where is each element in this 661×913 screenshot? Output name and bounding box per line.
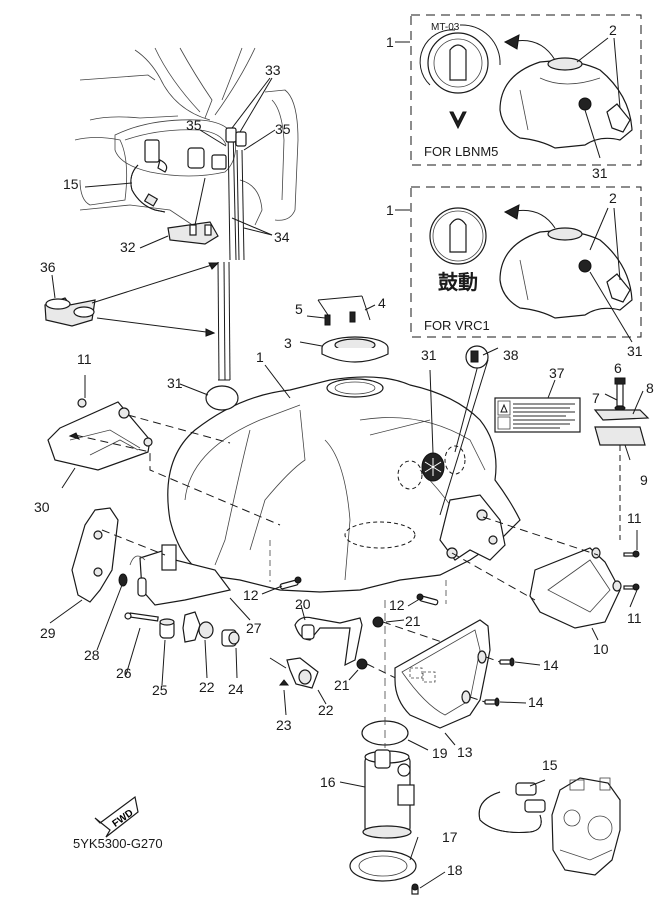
breather-tube (217, 261, 231, 381)
callout-v2-2[interactable]: 2 (609, 190, 617, 206)
callout-18[interactable]: 18 (447, 862, 463, 878)
callout-11a[interactable]: 11 (77, 351, 92, 367)
callout-16[interactable]: 16 (320, 774, 336, 790)
pump-plate-17 (349, 836, 446, 895)
cover-29 (49, 507, 119, 624)
clamp-36 (44, 262, 220, 337)
callout-4[interactable]: 4 (378, 295, 386, 311)
callout-37[interactable]: 37 (549, 365, 565, 381)
callout-21a[interactable]: 21 (405, 613, 421, 629)
callout-v1-1[interactable]: 1 (386, 34, 394, 50)
variant1-badge-text: MT-03 (431, 22, 460, 33)
callout-12a[interactable]: 12 (243, 587, 259, 603)
fuel-hose-throttle-body (478, 777, 621, 876)
mount-hardware-left (124, 611, 240, 686)
callout-28[interactable]: 28 (84, 647, 100, 663)
callout-31b[interactable]: 31 (421, 347, 437, 363)
emblem-oval (205, 385, 239, 411)
callout-21b[interactable]: 21 (334, 677, 350, 693)
callout-29[interactable]: 29 (40, 625, 56, 641)
side-cover-10 (451, 516, 640, 641)
warning-label-37 (494, 379, 581, 433)
callout-14a[interactable]: 14 (543, 657, 559, 673)
callout-23[interactable]: 23 (276, 717, 292, 733)
callout-v2-31[interactable]: 31 (627, 343, 643, 359)
callout-8[interactable]: 8 (646, 380, 654, 396)
callout-15a[interactable]: 15 (63, 176, 79, 192)
callout-1[interactable]: 1 (256, 349, 264, 365)
callout-5[interactable]: 5 (295, 301, 303, 317)
variant1-caption: FOR LBNM5 (424, 144, 498, 159)
callout-11c[interactable]: 11 (627, 610, 642, 626)
callout-17[interactable]: 17 (442, 829, 458, 845)
callout-3[interactable]: 3 (284, 335, 292, 351)
fuel-label-38 (465, 345, 499, 369)
callout-32[interactable]: 32 (120, 239, 136, 255)
forward-arrow[interactable]: FWD (94, 795, 139, 838)
stay-20-group (269, 604, 481, 716)
variant-box-lbnm5: MT-03 FOR LBNM5 (395, 14, 642, 166)
stay-27-group (96, 529, 251, 651)
callout-38[interactable]: 38 (503, 347, 519, 363)
variant2-caption: FOR VRC1 (424, 318, 490, 333)
fuel-cap-assembly (299, 295, 389, 363)
callout-14b[interactable]: 14 (528, 694, 544, 710)
callout-31a[interactable]: 31 (167, 375, 183, 391)
callout-34[interactable]: 34 (274, 229, 290, 245)
fuel-pump-16 (339, 749, 415, 839)
callout-30[interactable]: 30 (34, 499, 50, 515)
callout-v2-1[interactable]: 1 (386, 202, 394, 218)
callout-25[interactable]: 25 (152, 682, 168, 698)
callout-19[interactable]: 19 (432, 745, 448, 761)
callout-26[interactable]: 26 (116, 665, 132, 681)
diagram-code: 5YK5300-G270 (73, 836, 163, 851)
callout-v1-2[interactable]: 2 (609, 22, 617, 38)
callout-24[interactable]: 24 (228, 681, 244, 697)
variant-box-vrc1: 鼓動 FOR VRC1 (395, 186, 642, 343)
callout-36[interactable]: 36 (40, 259, 56, 275)
callout-9[interactable]: 9 (640, 472, 648, 488)
callout-labels: 1 2 31 1 2 31 33 35 35 15 32 34 36 4 5 3… (34, 22, 654, 878)
callout-11b[interactable]: 11 (627, 510, 642, 526)
callout-35a[interactable]: 35 (186, 117, 202, 133)
callout-33[interactable]: 33 (265, 62, 281, 78)
side-panel-13 (394, 619, 491, 746)
callout-15b[interactable]: 15 (542, 757, 558, 773)
callout-10[interactable]: 10 (593, 641, 609, 657)
main-fuel-tank (167, 359, 521, 593)
callout-v1-31[interactable]: 31 (592, 165, 608, 181)
callout-20[interactable]: 20 (295, 596, 311, 612)
callout-6[interactable]: 6 (614, 360, 622, 376)
bolts-12 (261, 540, 447, 607)
callout-13[interactable]: 13 (457, 744, 473, 760)
callout-12b[interactable]: 12 (389, 597, 405, 613)
installation-view (74, 47, 299, 261)
bracket-parts-6-9 (593, 377, 650, 540)
callout-7[interactable]: 7 (592, 390, 600, 406)
callout-22a[interactable]: 22 (199, 679, 215, 695)
screws-14 (469, 656, 541, 707)
callout-27[interactable]: 27 (246, 620, 262, 636)
callout-22b[interactable]: 22 (318, 702, 334, 718)
side-cover-30 (47, 375, 281, 526)
gasket-19 (361, 600, 429, 751)
callout-35b[interactable]: 35 (275, 121, 291, 137)
variant2-badge-text: 鼓動 (438, 270, 478, 294)
